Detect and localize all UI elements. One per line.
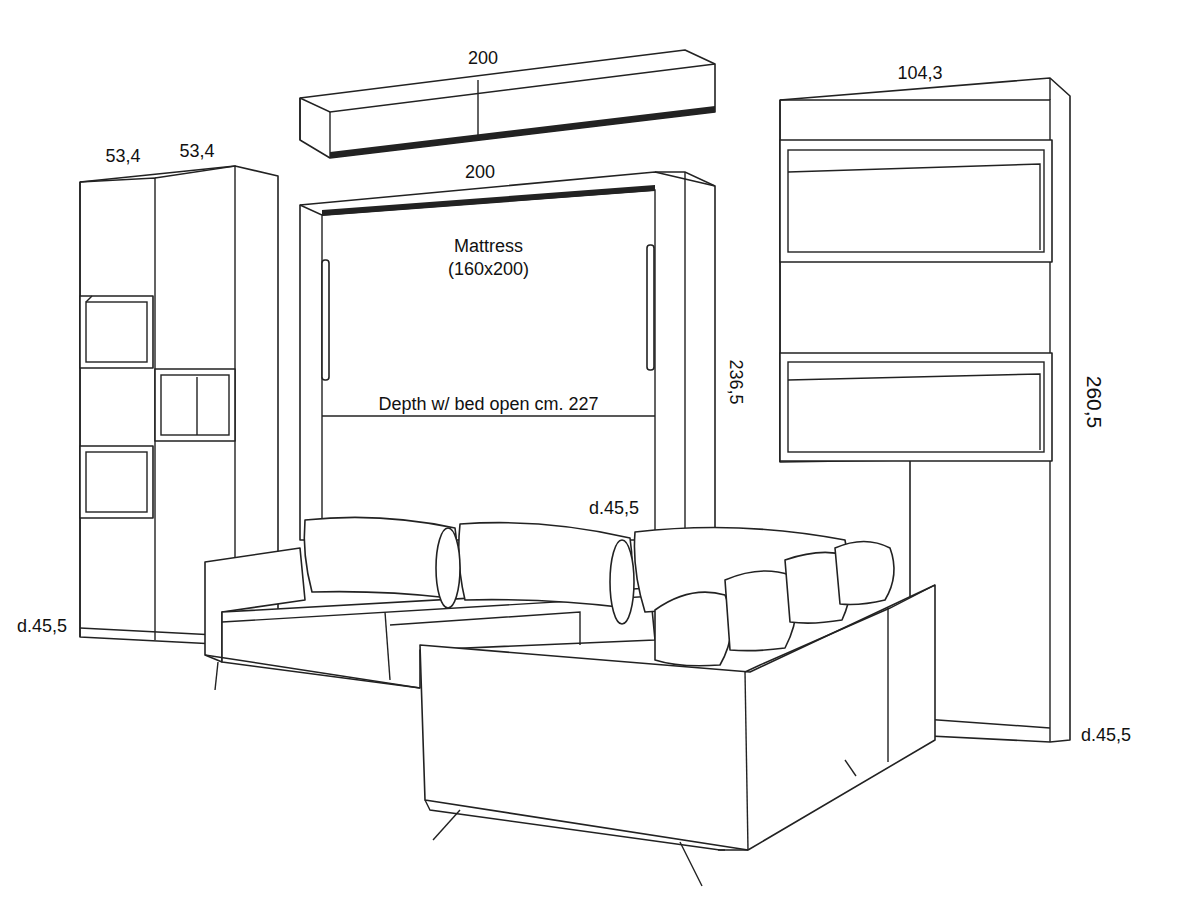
bed-panel: Mattress (160x200) Depth w/ bed open cm. … [323,235,654,424]
dimension-width: 53,4 [179,140,214,162]
dimension-width: 104,3 [897,62,942,84]
dimension-width: 200 [465,161,495,183]
dimension-depth: d.45,5 [1081,724,1131,746]
dimension-width: 53,4 [105,145,140,167]
depth-note: Depth w/ bed open cm. 227 [329,393,649,416]
mattress-label: Mattress (160x200) [429,235,549,281]
sofa [205,517,935,886]
dimension-depth: d.45,5 [589,497,639,519]
dimension-depth: d.45,5 [17,615,67,637]
dimension-width: 200 [468,47,498,69]
dimension-height: 260,5 [1083,376,1105,429]
dimension-height: 236,5 [725,359,747,404]
wall-bed [300,172,715,540]
wall-cabinet [300,50,715,158]
